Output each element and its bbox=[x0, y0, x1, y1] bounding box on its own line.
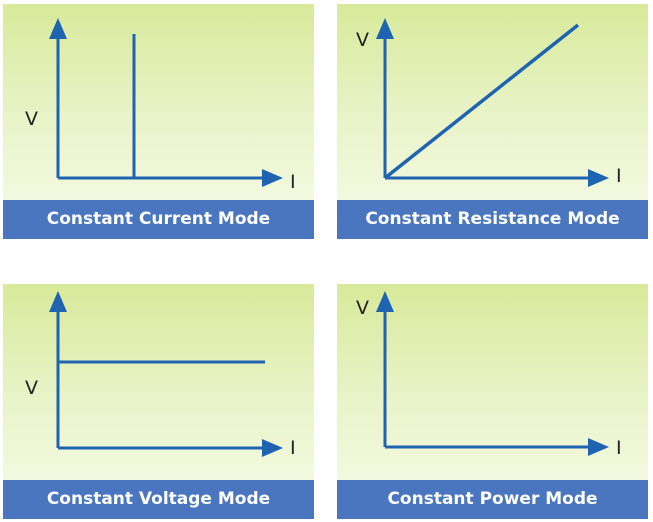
mode-caption: Constant Power Mode bbox=[337, 480, 648, 519]
plot-area: V I bbox=[3, 4, 314, 200]
constant-current-graph: V I bbox=[25, 18, 296, 193]
mode-caption: Constant Voltage Mode bbox=[3, 480, 314, 519]
panel-constant-current: V I Constant Current Mode bbox=[3, 4, 314, 239]
x-axis-label: I bbox=[290, 437, 296, 459]
plot-area: V I bbox=[337, 284, 648, 480]
constant-power-graph: V I bbox=[356, 291, 622, 459]
y-axis-label: V bbox=[356, 297, 369, 319]
plot-area: V I bbox=[3, 284, 314, 480]
y-axis-arrow bbox=[49, 291, 67, 312]
y-axis-arrow bbox=[376, 18, 394, 39]
y-axis-label: V bbox=[25, 377, 38, 399]
x-axis-arrow bbox=[588, 169, 609, 187]
mode-caption: Constant Resistance Mode bbox=[337, 200, 648, 239]
constant-resistance-line bbox=[383, 23, 580, 180]
x-axis-arrow bbox=[262, 169, 283, 187]
y-axis-arrow bbox=[376, 291, 394, 312]
x-axis-label: I bbox=[290, 171, 296, 193]
y-axis-label: V bbox=[356, 29, 369, 51]
x-axis-arrow bbox=[262, 439, 283, 457]
plot-area: V I bbox=[337, 4, 648, 200]
constant-voltage-graph: V I bbox=[25, 291, 296, 459]
y-axis-arrow bbox=[49, 18, 67, 39]
mode-caption: Constant Current Mode bbox=[3, 200, 314, 239]
x-axis-arrow bbox=[588, 438, 609, 456]
panel-constant-voltage: V I Constant Voltage Mode bbox=[3, 284, 314, 519]
x-axis-label: I bbox=[616, 437, 622, 459]
panel-constant-power: V I Constant Power Mode bbox=[337, 284, 648, 519]
panel-constant-resistance: V I Constant Resistance Mode bbox=[337, 4, 648, 239]
constant-resistance-graph: V I bbox=[356, 18, 622, 187]
x-axis-label: I bbox=[616, 165, 622, 187]
y-axis-label: V bbox=[25, 108, 38, 130]
